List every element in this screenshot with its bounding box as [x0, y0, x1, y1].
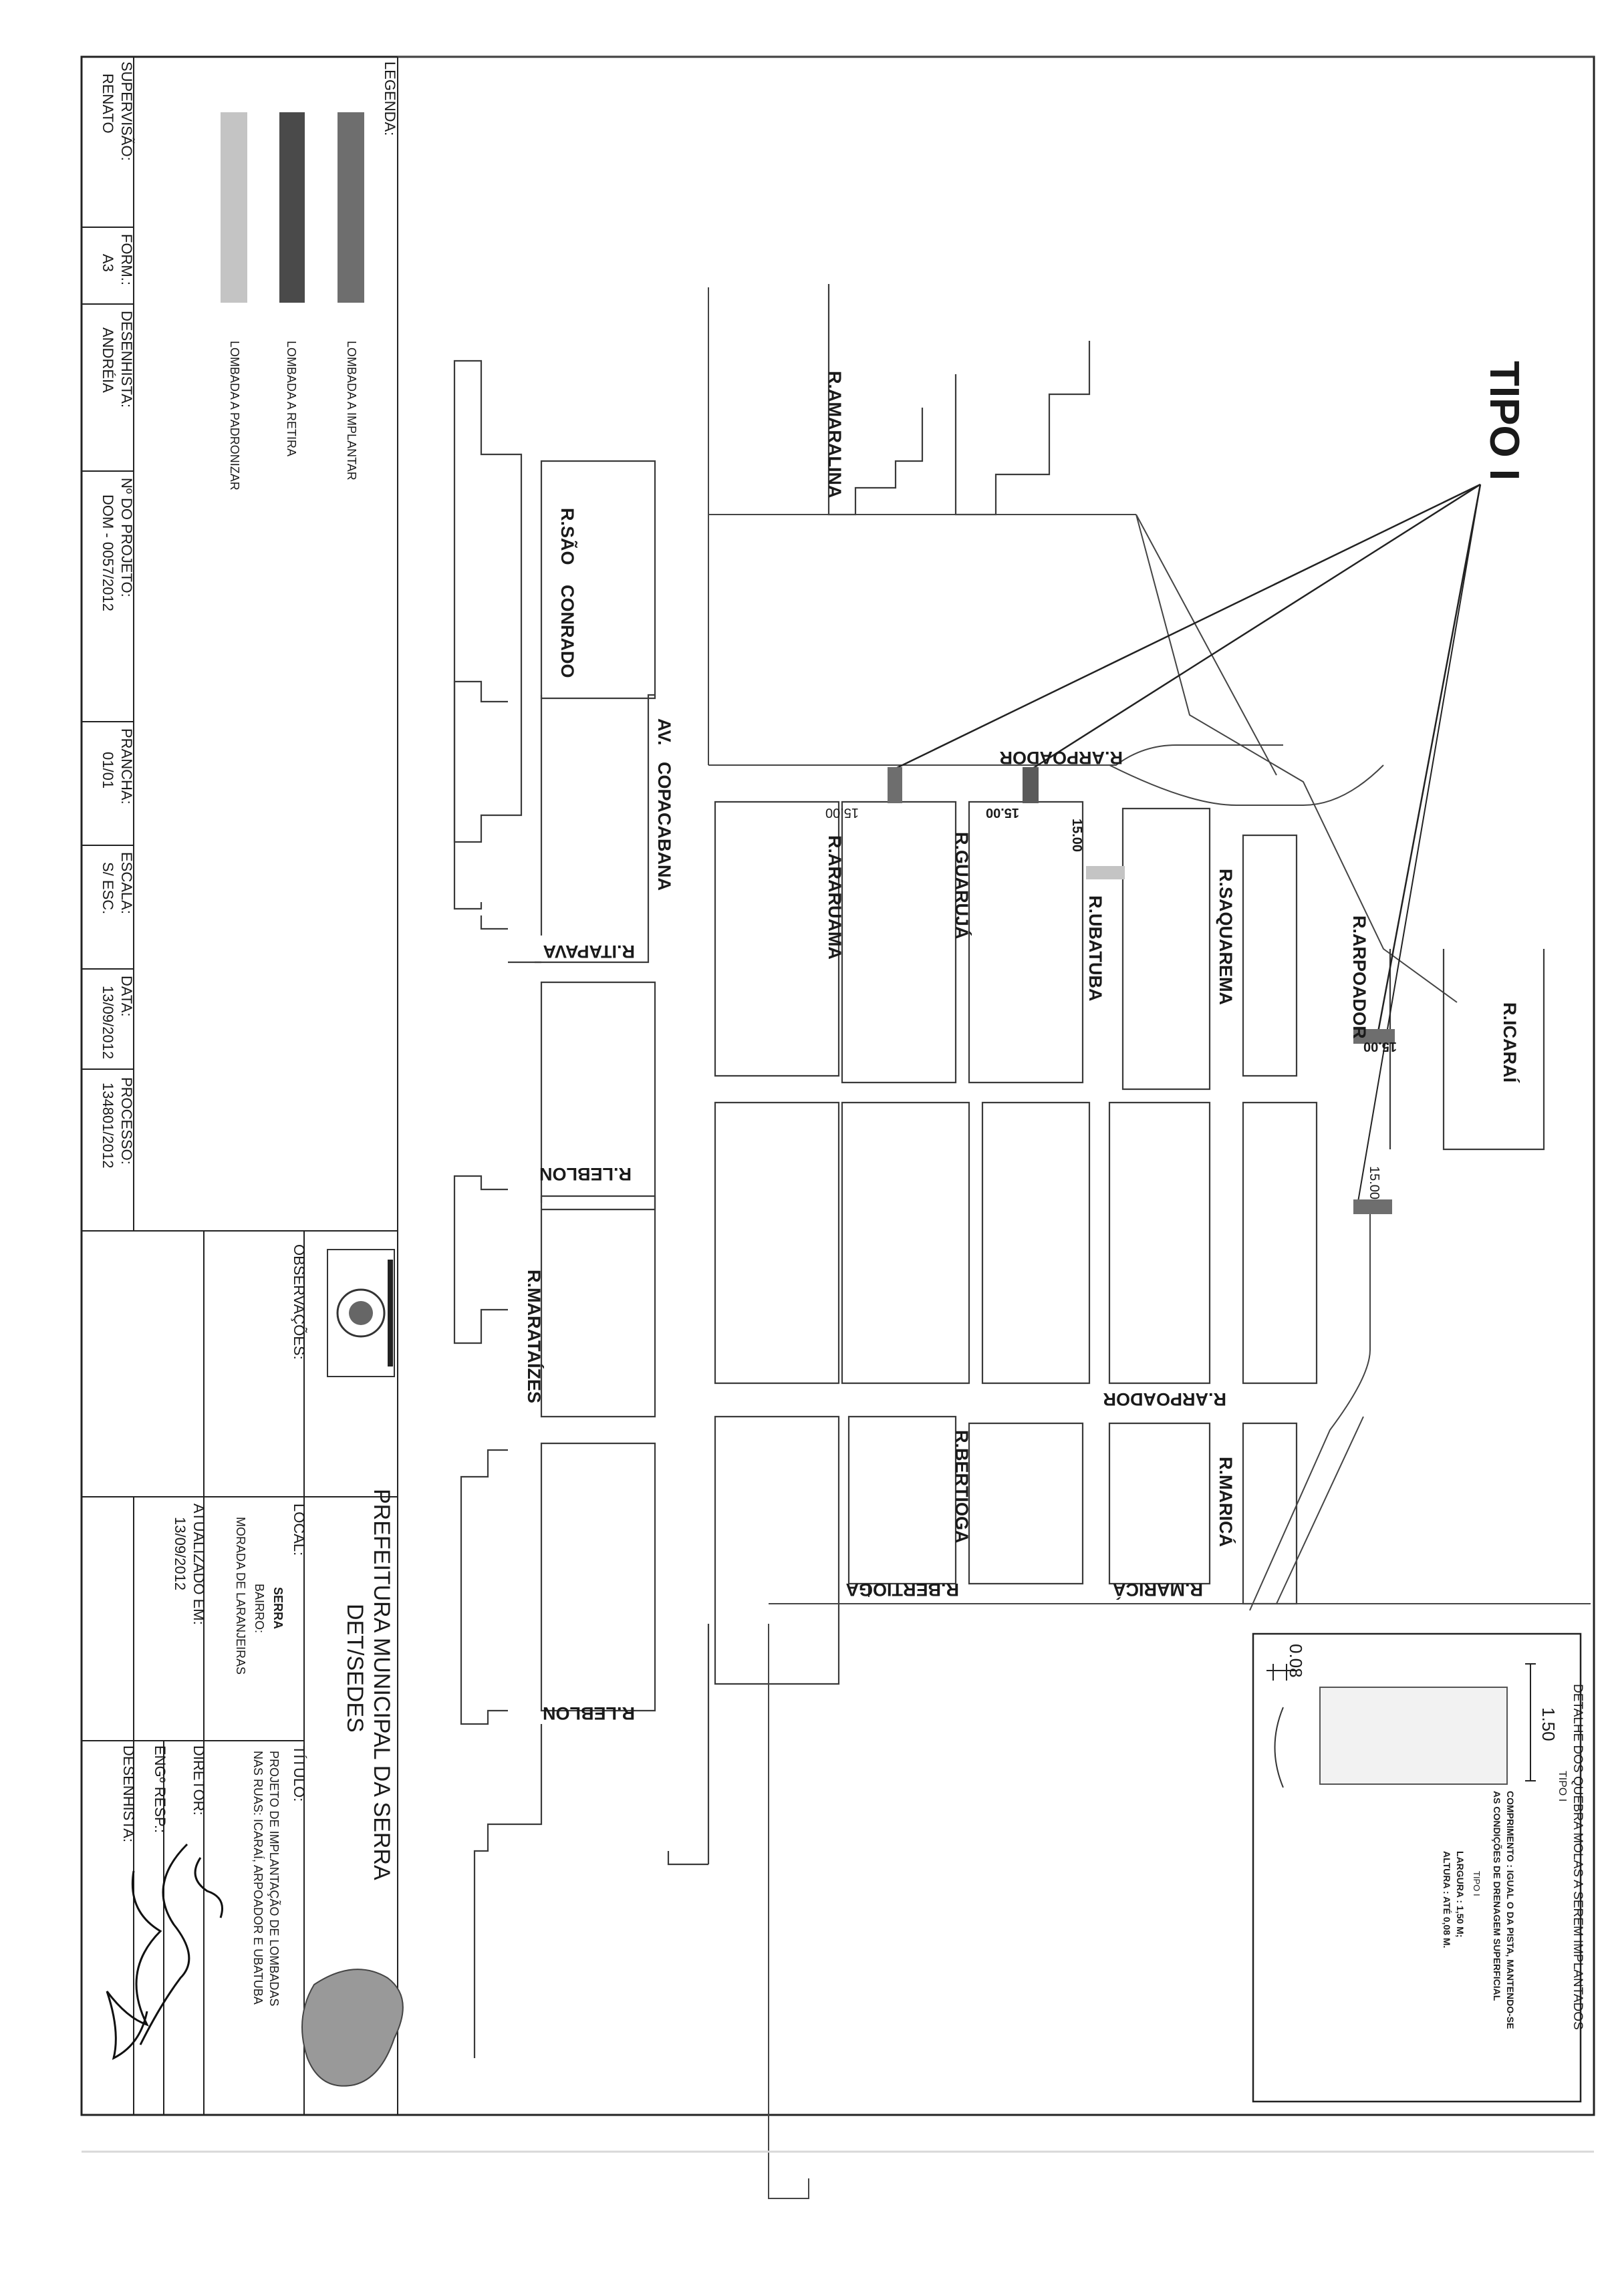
street-arpoador-bottom: R.ARPOADOR — [1103, 1389, 1226, 1409]
org-dept: DET/SEDES — [342, 1604, 368, 1733]
escala-value: S/ ESC. — [100, 862, 116, 914]
street-sao-conrado-2: CONRADO — [557, 585, 577, 678]
bairro-value: MORADA DE LARANJEIRAS — [234, 1517, 247, 1675]
street-saquarema: R.SAQUAREMA — [1216, 869, 1236, 1005]
detail-altura: ALTURA : ATÉ 0,08 M. — [1442, 1851, 1452, 1948]
dim-label-4: 15.00 — [1363, 1039, 1397, 1054]
detail-note-2: AS CONDIÇÕES DE DRENAGEM SUPERFICIAL — [1492, 1791, 1503, 2001]
speed-bump-arpoador — [1353, 1199, 1392, 1214]
speed-bump-guaruja — [1023, 767, 1039, 803]
atualizado-value: 13/09/2012 — [172, 1517, 188, 1590]
title-block: OBSERVAÇÕES: PREFEITURA MUNICIPAL DA SER… — [82, 1231, 404, 2115]
legend-swatch-padronizar — [221, 112, 247, 303]
serra-logo-icon — [301, 1969, 404, 2087]
detail-title: DETALHE DOS QUEBRA MOLAS A SEREM IMPLANT… — [1571, 1684, 1585, 2030]
svg-text:LEGENDA:: LEGENDA: — [382, 61, 398, 136]
processo-label: PROCESSO: — [118, 1077, 135, 1165]
street-araruama: R.ARARUAMA — [825, 835, 845, 960]
local-value: SERRA — [271, 1587, 285, 1629]
diretor-label: DIRETOR: — [190, 1745, 207, 1816]
legend-label-retira: LOMBADA A RETIRA — [285, 341, 298, 456]
atualizado-label: ATUALIZADO EM: — [190, 1503, 207, 1625]
data-value: 13/09/2012 — [100, 986, 116, 1059]
speed-bump-icarai — [1353, 1029, 1395, 1044]
detail-note-1: COMPRIMENTO : IGUAL O DA PISTA, MANTENDO… — [1505, 1791, 1516, 2029]
sheet-frame — [80, 55, 1595, 2116]
observacoes-label: OBSERVAÇÕES: — [291, 1244, 307, 1360]
street-ubatuba: R.UBATUBA — [1085, 895, 1105, 1001]
street-sao-conrado-1: R.SÃO — [557, 508, 578, 565]
form-label: FORM.: — [118, 234, 135, 285]
data-label: DATA: — [118, 976, 135, 1017]
street-amaralina: R.AMARALINA — [825, 371, 845, 498]
signature-diretor-icon — [139, 1843, 223, 2045]
bairro-label: BAIRRO: — [253, 1584, 266, 1633]
titulo-label: TÍTULO: — [291, 1745, 307, 1802]
height-dim: 0.08 — [1286, 1644, 1306, 1678]
titulo-line-1: PROJETO DE IMPLANTAÇÃO DE LOMBADAS — [267, 1751, 281, 2006]
bump-plan-view — [1319, 1687, 1508, 1785]
dim-label-2: 15.00 — [986, 805, 1019, 820]
detail-tipo: TIPO I — [1472, 1871, 1482, 1896]
street-bertioga-vertical: R.BERTIOGA — [952, 1430, 972, 1544]
eng-label: ENGº RESP.: — [152, 1745, 168, 1833]
legend-swatch-implantar — [338, 112, 364, 303]
tipo-callout-lines — [895, 483, 1482, 1210]
projeto-value: DOM - 0057/2012 — [100, 494, 116, 611]
prancha-value: 01/01 — [100, 752, 116, 788]
projeto-label: Nº DO PROJETO: — [118, 478, 135, 597]
signature-eng-icon — [106, 1870, 162, 2060]
street-arpoador-top: R.ARPOADOR — [999, 748, 1123, 768]
detail-largura: LARGURA : 1,50 M; — [1455, 1851, 1466, 1937]
dim-label-5: 15.00 — [1367, 1166, 1381, 1199]
desenhista-label: DESENHISTA: — [118, 311, 135, 408]
prancha-label: PRANCHA: — [118, 728, 135, 805]
titulo-line-2: NAS RUAS: ICARAÍ, ARPOADOR E UBATUBA — [251, 1751, 265, 2005]
street-itapava: R.ITAPAVA — [543, 942, 636, 962]
org-name: PREFEITURA MUNICIPAL DA SERRA — [369, 1489, 394, 1880]
speed-bump-detail: DETALHE DOS QUEBRA MOLAS A SEREM IMPLANT… — [1252, 1632, 1585, 2103]
street-copacabana-1: AV. — [654, 718, 674, 746]
detail-frame — [1252, 1632, 1582, 2103]
width-dim: 1.50 — [1538, 1707, 1559, 1741]
escala-label: ESCALA: — [118, 852, 135, 914]
desenhista-value: ANDRÉIA — [100, 327, 116, 393]
legend-title: LEGENDA: — [382, 61, 398, 136]
street-leblon-upper: R.LEBLON — [539, 1164, 632, 1184]
tipo-label: TIPO I — [1481, 361, 1527, 480]
dim-label-3: 15.00 — [1069, 819, 1084, 852]
processo-value: 134801/2012 — [100, 1083, 116, 1168]
street-marica-vertical: R.MARICÁ — [1216, 1457, 1236, 1547]
street-guaruja: R.GUARUJÁ — [952, 832, 972, 940]
desenhista2-label: DESENHISTA: — [120, 1745, 137, 1842]
street-bertioga-horizontal: R.BERTIOGA — [845, 1580, 959, 1600]
legend-swatch-retira — [279, 112, 305, 303]
street-leblon-lower: R.LEBLON — [543, 1703, 635, 1723]
speed-bump-ubatuba — [1086, 866, 1125, 879]
supervisao-label: SUPERVISÃO: — [118, 61, 135, 161]
speed-bump-araruama — [888, 767, 902, 803]
street-copacabana-2: COPACABANA — [654, 762, 674, 891]
municipal-seal-icon — [327, 1249, 395, 1377]
detail-subtitle: TIPO I — [1557, 1771, 1568, 1802]
street-arpoador-vertical: R.ARPOADOR — [1349, 915, 1369, 1039]
street-marica-horizontal: R.MARICÁ — [1113, 1580, 1203, 1600]
form-value: A3 — [100, 254, 116, 272]
supervisao-value: RENATO — [100, 74, 116, 134]
block-outlines — [453, 284, 1591, 2199]
street-map: 15.00 15.00 15.00 15.00 15.00 R.AMARALIN… — [398, 56, 1594, 2199]
street-icarai: R.ICARAÍ — [1500, 1002, 1520, 1083]
dim-label-1: 15.00 — [825, 805, 859, 820]
legend-label-padronizar: LOMBADA A PADRONIZAR — [228, 341, 241, 490]
street-marataizes: R.MARATAÍZES — [524, 1270, 545, 1403]
local-label: LOCAL: — [291, 1503, 307, 1556]
left-strip: LEGENDA: LOMBADA A IMPLANTAR LOMBADA A R… — [82, 57, 398, 2115]
legend-label-implantar: LOMBADA A IMPLANTAR — [345, 341, 358, 480]
bump-profile-view — [1274, 1707, 1284, 1788]
